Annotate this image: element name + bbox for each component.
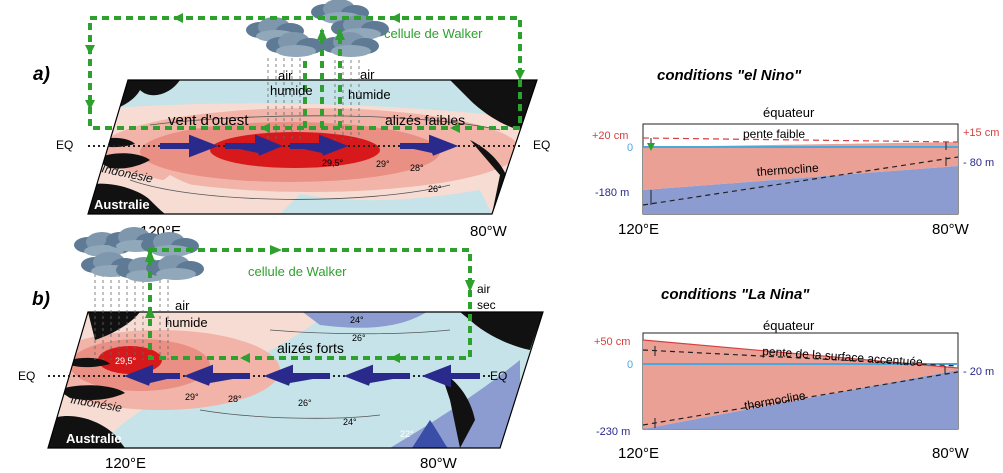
la-nina-right-bottom: - 20 m (963, 366, 994, 378)
el-nino-slope: pente faible (743, 127, 805, 141)
iso-29-b: 29° (185, 392, 199, 402)
australia-label-b: Australie (66, 431, 122, 446)
eq-right-b: EQ (490, 369, 507, 383)
wind-west-label: vent d'ouest (168, 112, 249, 129)
dry-air-line1: air (477, 282, 490, 296)
walker-cell-a (88, 16, 522, 130)
australia-label-a: Australie (94, 197, 150, 212)
panel-b-letter: b) (32, 289, 50, 310)
walker-cell-b (148, 248, 472, 360)
el-nino-thermocline: thermocline (756, 161, 819, 179)
iso-29-a: 29° (376, 159, 390, 169)
iso-28-b: 28° (228, 394, 242, 404)
westerly-wind-arrows (160, 134, 459, 158)
walker-label-a: cellule de Walker (384, 26, 483, 41)
air2-line2: humide (348, 87, 391, 102)
air-b-line1: air (175, 298, 190, 313)
cloud-icon (246, 0, 389, 57)
trades-label-b: alizés forts (277, 340, 344, 356)
el-nino-equator: équateur (763, 105, 815, 120)
air1-line2: humide (270, 83, 313, 98)
trades-label-a: alizés faibles (385, 112, 465, 128)
trade-wind-arrows (123, 364, 480, 388)
la-nina-title: conditions "La Nina" (661, 286, 810, 303)
eq-left-a: EQ (56, 138, 73, 152)
panel-a-letter: a) (33, 64, 50, 85)
la-nina-section (642, 332, 959, 430)
iso-24-b1: 24° (350, 315, 364, 325)
el-nino-lon-left: 120°E (618, 221, 659, 238)
lon-left-b: 120°E (105, 455, 146, 472)
cloud-icon (74, 227, 204, 282)
el-nino-left-bottom: -180 m (595, 187, 629, 199)
la-nina-lon-left: 120°E (618, 445, 659, 462)
walker-arrowheads-b (145, 245, 475, 363)
dry-air-line2: sec (477, 298, 496, 312)
iso-295-a: 29,5° (322, 158, 344, 168)
la-nina-equator: équateur (763, 318, 815, 333)
eq-right-a: EQ (533, 138, 550, 152)
iso-295-b: 29,5° (115, 356, 137, 366)
australia-land-b (48, 415, 125, 448)
el-nino-left-top: +20 cm (592, 130, 628, 142)
la-nina-left-bottom: -230 m (596, 426, 630, 438)
panel-b-map (47, 227, 544, 449)
iso-26-a: 26° (428, 184, 442, 194)
el-nino-left-zero: 0 (627, 142, 633, 154)
el-nino-right-top: +15 cm (963, 127, 999, 139)
iso-26-b1: 26° (352, 333, 366, 343)
walker-arrowheads-a (85, 13, 525, 133)
lon-right-a: 80°W (470, 223, 508, 240)
iso-22-b: 22° (400, 429, 414, 439)
air-b-line2: humide (165, 315, 208, 330)
air1-line1: air (278, 68, 293, 83)
air2-line1: air (360, 67, 375, 82)
iso-24-b2: 24° (343, 417, 357, 427)
la-nina-lon-right: 80°W (932, 445, 970, 462)
el-nino-section (642, 123, 959, 215)
iso-26-b2: 26° (298, 398, 312, 408)
eq-left-b: EQ (18, 369, 35, 383)
el-nino-lon-right: 80°W (932, 221, 970, 238)
iso-28-a: 28° (410, 163, 424, 173)
walker-label-b: cellule de Walker (248, 264, 347, 279)
la-nina-left-zero: 0 (627, 359, 633, 371)
el-nino-right-bottom: - 80 m (963, 157, 994, 169)
australia-land (88, 183, 165, 214)
la-nina-left-top: +50 cm (594, 336, 630, 348)
el-nino-title: conditions "el Nino" (657, 67, 802, 84)
lon-right-b: 80°W (420, 455, 458, 472)
